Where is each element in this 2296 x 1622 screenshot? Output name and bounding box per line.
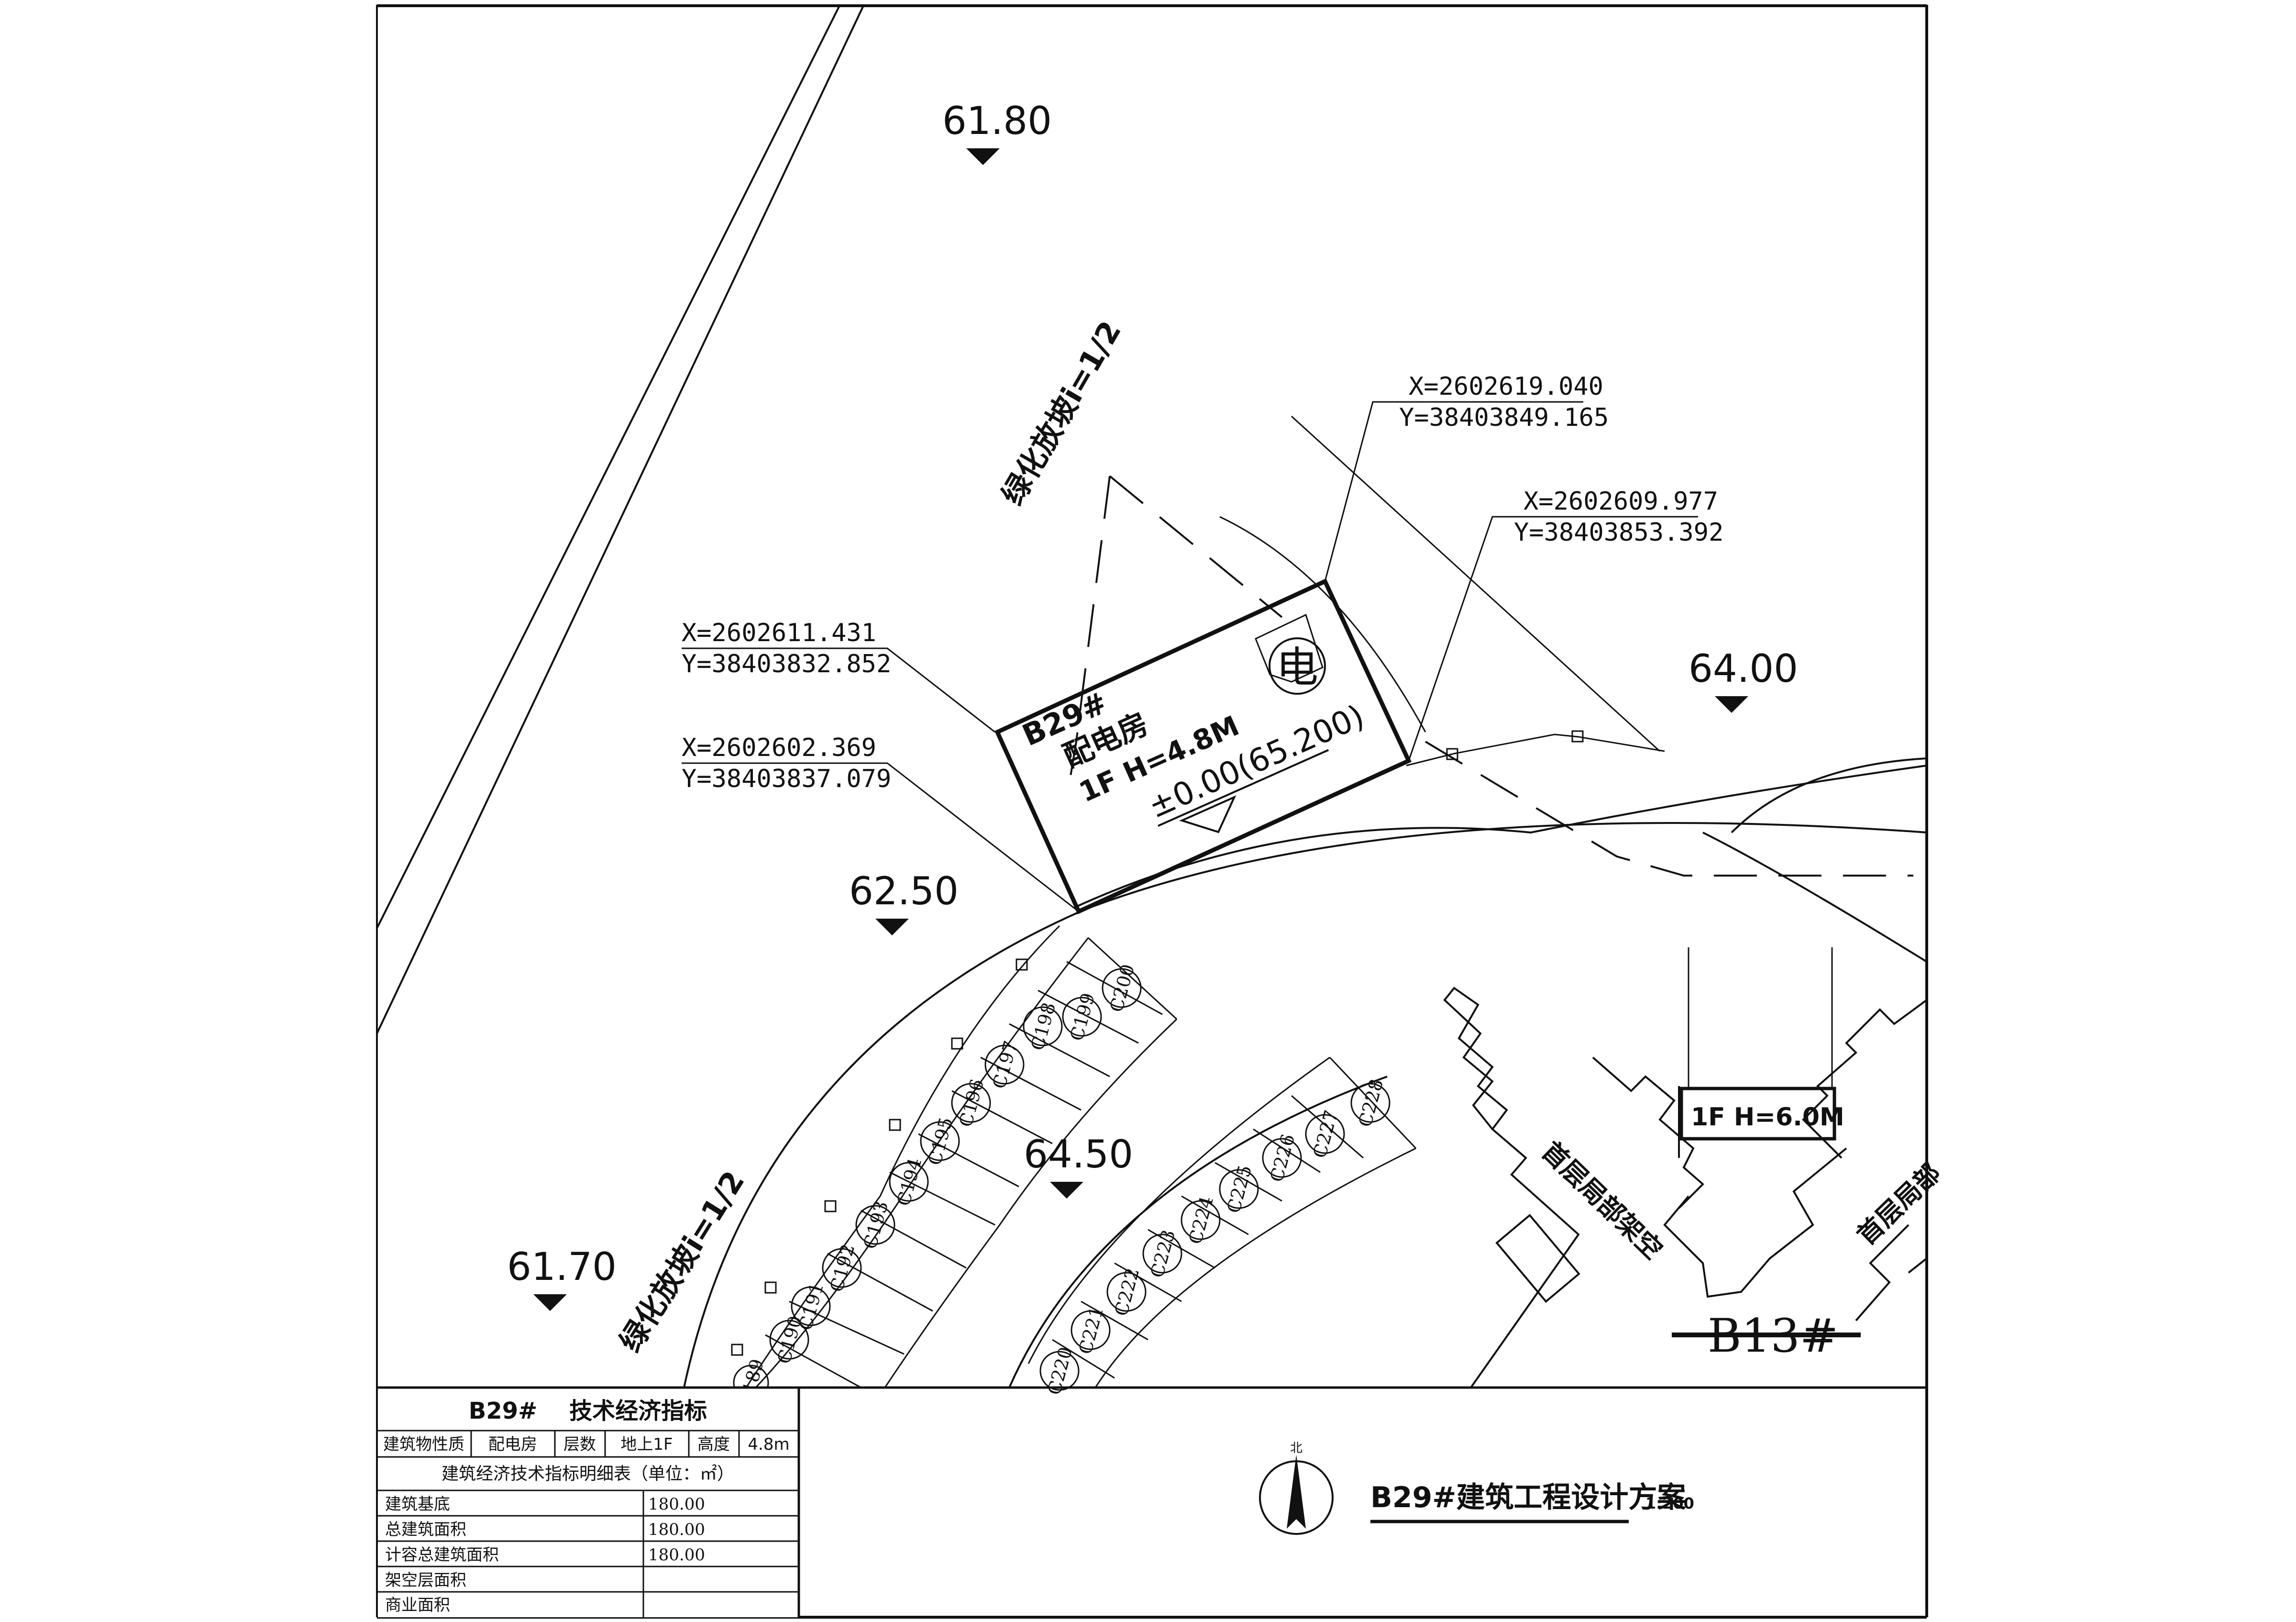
parking-space-label: C194 — [893, 1155, 926, 1208]
coordinate-callout: X=2602619.040 Y=38403849.165 — [1324, 372, 1609, 582]
level-triangle-icon — [1179, 795, 1236, 833]
elevation-triangle-icon — [1050, 1182, 1083, 1199]
coordinate-x: X=2602602.369 — [682, 733, 876, 762]
slope-lines — [731, 415, 1913, 1388]
table-row-value: 180.00 — [648, 1545, 705, 1565]
parking-space: C198 — [1023, 1000, 1063, 1053]
elevation-label: 61.70 — [507, 1244, 617, 1289]
parking-space-label: C221 — [1075, 1304, 1108, 1356]
parking-space: C222 — [1106, 1266, 1147, 1318]
elevation-marker: 62.50 — [849, 869, 959, 935]
parking-space: C197 — [984, 1038, 1025, 1091]
coordinate-x: X=2602611.431 — [682, 619, 876, 647]
neighbor-floors-height: 1F H=6.0M — [1691, 1103, 1844, 1132]
drawing-title: B29#建筑工程设计方案 — [1370, 1481, 1687, 1514]
parking-space-label: C196 — [955, 1077, 988, 1129]
parking-space: C227 — [1305, 1108, 1345, 1160]
building-b29: 电 B29# 配电房 1F H=4.8M ±0.00(65.200) — [994, 578, 1412, 914]
table-row-label: 总建筑面积 — [385, 1520, 466, 1539]
neighbor-id: B13# — [1708, 1309, 1838, 1363]
table-row-value: 180.00 — [648, 1495, 705, 1514]
parking-space: C225 — [1219, 1163, 1259, 1215]
parking-space: C200 — [1102, 962, 1142, 1014]
table-row-label: 商业面积 — [385, 1596, 450, 1615]
north-label: 北 — [1290, 1441, 1303, 1455]
coordinate-callouts: X=2602619.040 Y=38403849.165 X=2602609.9… — [682, 372, 1723, 912]
parking-space-label: C200 — [1106, 962, 1139, 1014]
coordinate-y: Y=38403849.165 — [1399, 403, 1609, 432]
table-title: B29# 技术经济指标 — [469, 1398, 707, 1424]
coordinate-callout: X=2602611.431 Y=38403832.852 — [682, 619, 995, 733]
elevation-triangle-icon — [875, 919, 909, 935]
slope-label-upper: 绿化放坡i=1/2 — [995, 315, 1128, 511]
parking-space-label: C228 — [1355, 1077, 1388, 1129]
parking-space-label: C198 — [1027, 1000, 1060, 1053]
elevation-marker: 64.50 — [1024, 1132, 1133, 1199]
table-cell: 配电房 — [488, 1435, 537, 1454]
parking-space-label: C223 — [1147, 1227, 1180, 1280]
table-cell: 建筑物性质 — [383, 1435, 464, 1454]
table-row-value: 180.00 — [648, 1520, 705, 1539]
neighbor-note-right: 首层局部 — [1851, 1157, 1946, 1251]
table-cell: 4.8m — [748, 1435, 789, 1454]
elevation-triangle-icon — [1715, 696, 1748, 713]
parking-space: C221 — [1071, 1304, 1111, 1356]
indicator-table: B29# 技术经济指标 建筑物性质 配电房 层数 地上1F 高度 4.8m 建筑… — [377, 1386, 1927, 1617]
elevation-marker: 64.00 — [1689, 646, 1798, 713]
title-block: 北 B29#建筑工程设计方案 1:200 — [1259, 1441, 1694, 1535]
building-b13: 1F H=6.0M 首层局部架空 首层局部 B13# — [1443, 947, 1946, 1389]
parking-space: C228 — [1350, 1077, 1391, 1129]
parking-space-label: C220 — [1044, 1344, 1077, 1397]
parking-space: C220 — [1039, 1344, 1080, 1397]
parking-space: C195 — [920, 1115, 960, 1167]
coordinate-x: X=2602619.040 — [1409, 372, 1603, 401]
coordinate-x: X=2602609.977 — [1523, 487, 1718, 516]
curved-roads — [683, 757, 1928, 1388]
slope-label-lower: 绿化放坡i=1/2 — [613, 1165, 751, 1357]
elevation-markers: 61.80 64.00 62.50 64.50 61.70 — [507, 99, 1798, 1311]
road-boundary — [376, 5, 864, 1034]
table-cell: 地上1F — [620, 1435, 673, 1454]
electric-symbol-icon: 电 — [1276, 643, 1318, 692]
electric-symbol-circle — [1269, 637, 1326, 695]
parking-space: C224 — [1181, 1194, 1221, 1246]
parking-space-label: C222 — [1111, 1266, 1144, 1318]
coordinate-callout: X=2602602.369 Y=38403837.079 — [682, 733, 1079, 912]
elevation-marker: 61.70 — [507, 1244, 617, 1311]
table-row-label: 建筑基底 — [385, 1495, 450, 1514]
table-cell: 层数 — [563, 1435, 596, 1454]
elevation-label: 64.00 — [1689, 646, 1798, 691]
parking-space-label: C195 — [924, 1115, 957, 1167]
elevation-triangle-icon — [533, 1294, 567, 1311]
elevation-label: 62.50 — [849, 869, 959, 913]
parking-space-label: C226 — [1266, 1132, 1299, 1184]
slope-markers — [731, 958, 1028, 1356]
table-row-label: 架空层面积 — [385, 1571, 466, 1590]
elevation-label: 61.80 — [942, 99, 1052, 143]
elevation-label: 64.50 — [1024, 1132, 1133, 1177]
coordinate-callout: X=2602609.977 Y=38403853.392 — [1408, 487, 1723, 761]
drawing-scale: 1:200 — [1645, 1494, 1694, 1512]
parking-space: C199 — [1062, 990, 1102, 1043]
coordinate-y: Y=38403832.852 — [682, 650, 891, 678]
elevation-marker: 61.80 — [942, 99, 1052, 165]
coordinate-y: Y=38403837.079 — [682, 765, 891, 793]
parking-space: C223 — [1142, 1227, 1182, 1280]
table-subtitle: 建筑经济技术指标明细表（单位：㎡） — [442, 1464, 734, 1484]
parking-space-label: C224 — [1185, 1194, 1218, 1246]
table-row-label: 计容总建筑面积 — [385, 1545, 499, 1565]
table-cell: 高度 — [697, 1435, 730, 1454]
coordinate-y: Y=38403853.392 — [1514, 518, 1723, 547]
north-arrow-icon: 北 — [1259, 1441, 1334, 1535]
parking-inner: C220 C221 C222 C223 C224 C225 C226 C227 — [1027, 1056, 1417, 1397]
parking-space-label: C199 — [1066, 990, 1099, 1043]
parking-space: C196 — [951, 1077, 991, 1129]
elevation-triangle-icon — [966, 148, 1000, 165]
